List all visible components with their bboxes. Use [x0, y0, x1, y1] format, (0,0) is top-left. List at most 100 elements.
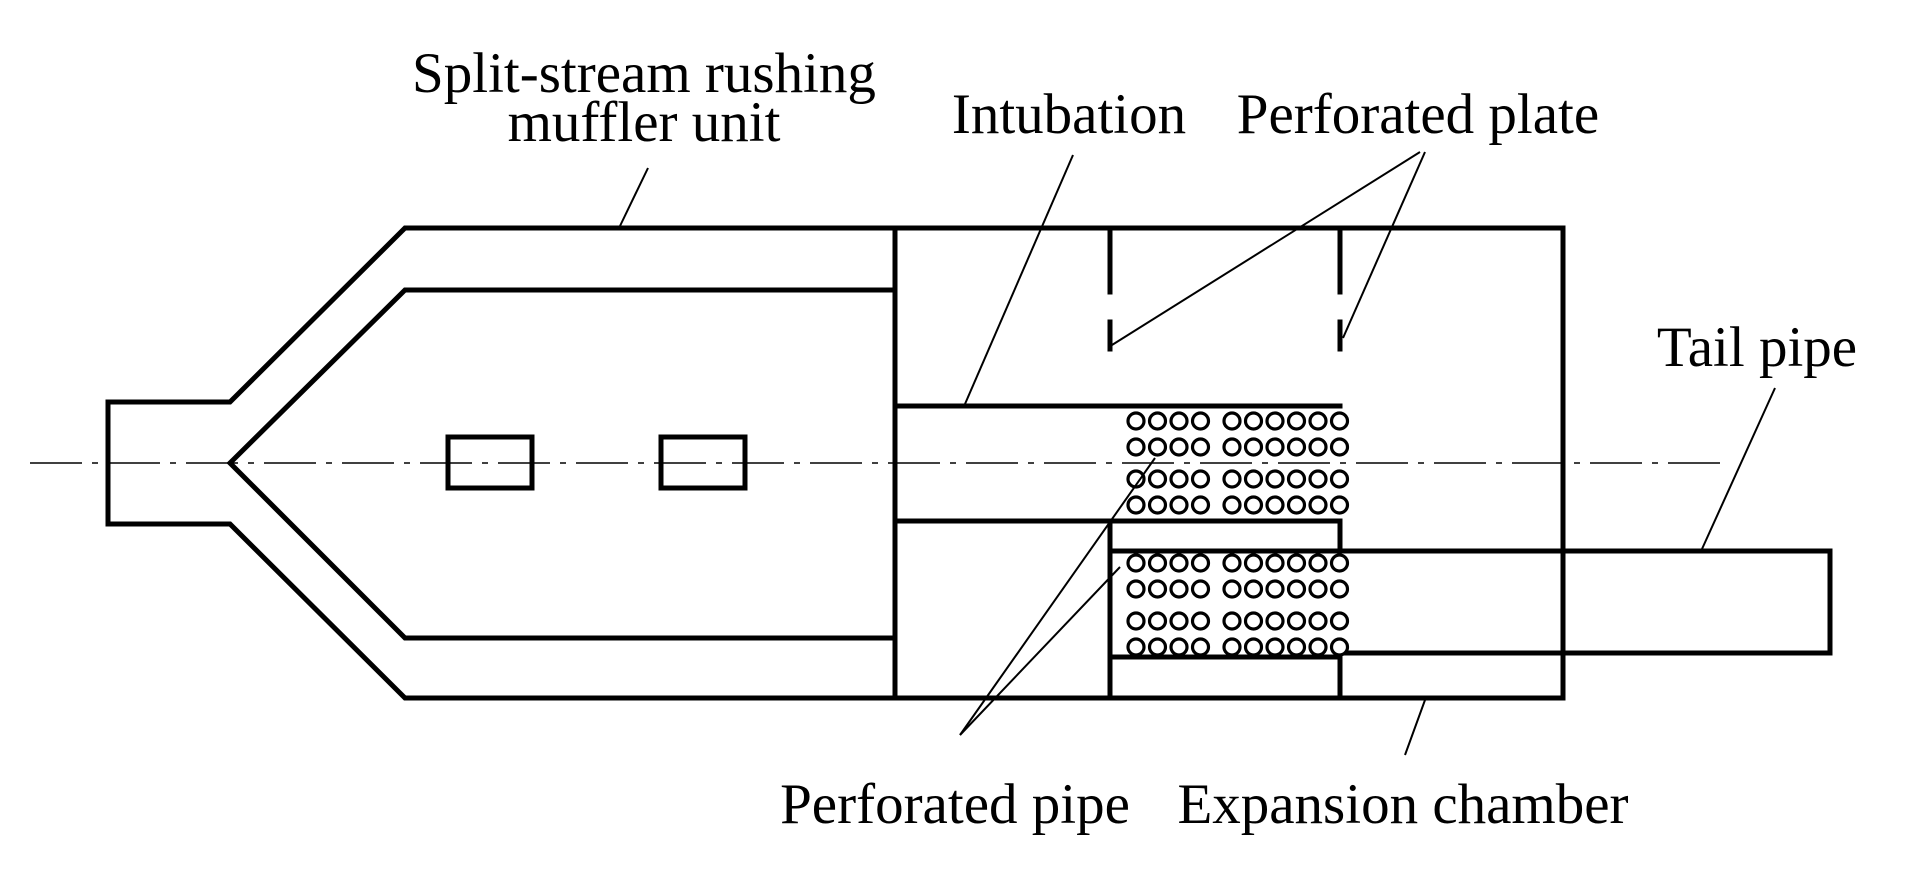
perforation-hole	[1308, 611, 1328, 631]
perforation-hole	[1147, 637, 1168, 657]
perforation-hole	[1329, 411, 1350, 431]
perforation-hole	[1147, 579, 1168, 599]
perforation-hole	[1147, 469, 1168, 489]
leader-perforated-plate-right	[1342, 151, 1426, 339]
perforation-hole	[1126, 611, 1146, 631]
perforation-hole	[1329, 637, 1350, 657]
perforation-hole	[1308, 437, 1328, 457]
perforation-hole	[1126, 411, 1146, 431]
perforation-hole	[1126, 579, 1146, 599]
perforation-hole	[1147, 611, 1168, 631]
perforation-hole	[1190, 611, 1211, 631]
label-splitter-line2: muffler unit	[508, 91, 781, 154]
perforation-hole	[1265, 495, 1285, 515]
perforation-hole	[1190, 553, 1211, 573]
perforation-hole	[1190, 437, 1211, 457]
leader-perforated-pipe-2	[959, 566, 1121, 736]
perforation-hole	[1147, 411, 1168, 431]
perforation-hole	[1265, 411, 1285, 431]
perforation-hole	[1243, 495, 1264, 515]
perforation-hole	[1169, 611, 1189, 631]
perforation-hole	[1286, 637, 1307, 657]
perforation-hole	[1308, 553, 1328, 573]
label-perforated-pipe: Perforated pipe	[780, 773, 1130, 836]
perforation-holes-lower	[1126, 553, 1350, 657]
label-tail-pipe: Tail pipe	[1657, 316, 1857, 379]
perforation-hole	[1308, 495, 1328, 515]
perforation-hole	[1308, 637, 1328, 657]
perforation-hole	[1126, 469, 1146, 489]
perforation-hole	[1265, 469, 1285, 489]
perforation-hole	[1308, 411, 1328, 431]
perforation-hole	[1243, 553, 1264, 573]
perforation-hole	[1308, 579, 1328, 599]
perforation-hole	[1265, 553, 1285, 573]
perforation-hole	[1243, 437, 1264, 457]
perforation-hole	[1286, 495, 1307, 515]
perforation-hole	[1243, 579, 1264, 599]
perforation-hole	[1169, 469, 1189, 489]
perforation-hole	[1147, 495, 1168, 515]
perforation-hole	[1286, 553, 1307, 573]
perforation-holes-upper	[1126, 411, 1350, 515]
perforation-hole	[1190, 579, 1211, 599]
flow-slot-2	[658, 434, 748, 491]
perforation-hole	[1147, 437, 1168, 457]
perforation-hole	[1265, 437, 1285, 457]
perforation-hole	[1243, 637, 1264, 657]
perforation-hole	[1222, 637, 1242, 657]
perforation-hole	[1222, 553, 1242, 573]
perforation-hole	[1265, 611, 1285, 631]
perforation-hole	[1169, 637, 1189, 657]
perforation-hole	[1222, 579, 1242, 599]
perforation-hole	[1190, 469, 1211, 489]
perforation-hole	[1329, 611, 1350, 631]
perforation-hole	[1286, 437, 1307, 457]
perforation-hole	[1243, 469, 1264, 489]
perforation-hole	[1126, 637, 1146, 657]
leader-splitter	[619, 167, 649, 227]
perforation-hole	[1265, 579, 1285, 599]
label-intubation: Intubation	[952, 83, 1186, 146]
label-perforated-plate: Perforated plate	[1237, 83, 1599, 146]
splitter-outer-wall	[105, 225, 898, 701]
perforation-hole	[1243, 411, 1264, 431]
perforation-hole	[1286, 469, 1307, 489]
perforation-hole	[1169, 553, 1189, 573]
leader-perforated-plate-left	[1111, 151, 1421, 346]
perforation-hole	[1286, 411, 1307, 431]
perforation-hole	[1126, 495, 1146, 515]
perforation-hole	[1126, 437, 1146, 457]
leader-intubation	[964, 154, 1074, 405]
label-expansion-chamber: Expansion chamber	[1177, 773, 1628, 836]
perforation-hole	[1265, 637, 1285, 657]
perforation-hole	[1329, 469, 1350, 489]
perforation-hole	[1222, 469, 1242, 489]
perforation-hole	[1286, 579, 1307, 599]
leader-expansion-chamber	[1404, 699, 1426, 756]
perforation-hole	[1190, 411, 1211, 431]
perforation-hole	[1169, 579, 1189, 599]
leader-perforated-pipe-1	[959, 457, 1156, 736]
perforation-hole	[1169, 411, 1189, 431]
perforation-hole	[1169, 437, 1189, 457]
perforation-hole	[1329, 437, 1350, 457]
perforation-hole	[1222, 437, 1242, 457]
perforated-pipe-collar	[1107, 518, 1343, 554]
perforation-hole	[1222, 495, 1242, 515]
leader-tail-pipe	[1701, 387, 1776, 550]
perforation-hole	[1243, 611, 1264, 631]
perforation-hole	[1329, 553, 1350, 573]
perforation-hole	[1286, 611, 1307, 631]
tail-pipe	[1337, 548, 1833, 656]
perforation-hole	[1222, 611, 1242, 631]
perforated-pipe-base	[1107, 654, 1343, 701]
perforation-hole	[1126, 553, 1146, 573]
flow-slot-1	[445, 434, 535, 491]
perforation-hole	[1147, 553, 1168, 573]
perforation-hole	[1329, 495, 1350, 515]
perforation-hole	[1169, 495, 1189, 515]
perforation-hole	[1190, 495, 1211, 515]
perforation-hole	[1308, 469, 1328, 489]
label-splitter-line1: Split-stream rushing	[412, 42, 876, 105]
